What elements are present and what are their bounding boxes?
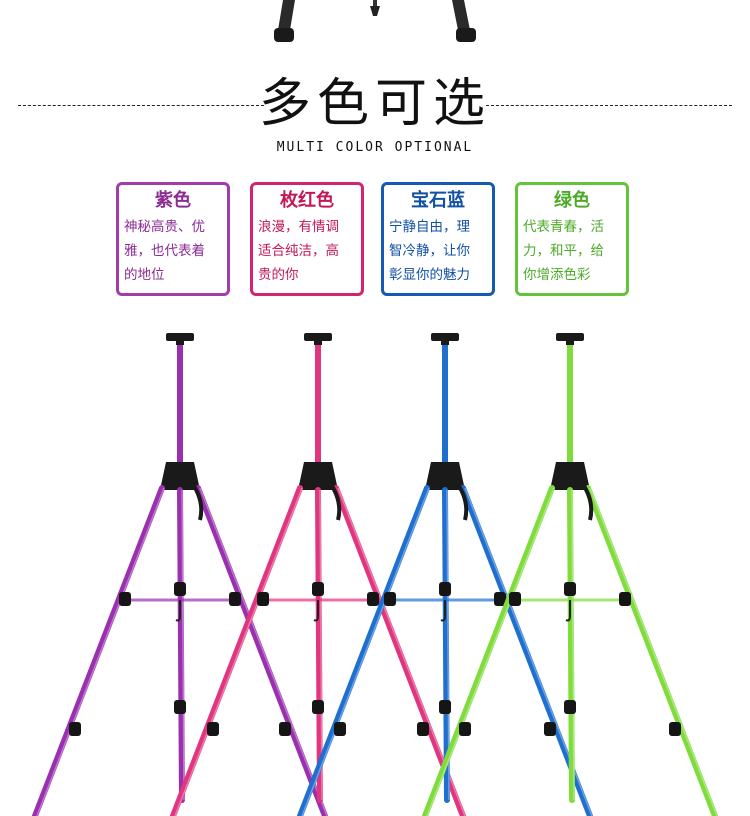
description-line: 宁静自由，理 bbox=[389, 219, 470, 235]
description-line: 你增添色彩 bbox=[523, 267, 591, 283]
description-line: 代表青春，活 bbox=[523, 219, 604, 235]
color-card-green: 绿色 代表青春，活 力，和平，给 你增添色彩 bbox=[515, 182, 629, 296]
color-description: 神秘高贵、优 雅，也代表着 的地位 bbox=[119, 215, 227, 287]
tripod-feet-photo bbox=[274, 0, 476, 42]
color-card-rose: 枚红色 浪漫，有情调 适合纯洁，高 贵的你 bbox=[250, 182, 364, 296]
description-line: 的地位 bbox=[124, 267, 165, 283]
section-subtitle: MULTI COLOR OPTIONAL bbox=[276, 140, 474, 155]
tripod-blue bbox=[297, 333, 593, 816]
color-card-sapphire-blue: 宝石蓝 宁静自由，理 智冷静，让你 彰显你的魅力 bbox=[381, 182, 495, 296]
color-description: 宁静自由，理 智冷静，让你 彰显你的魅力 bbox=[384, 215, 492, 287]
tripod-hook bbox=[370, 0, 380, 16]
color-name: 绿色 bbox=[554, 190, 590, 211]
tripod-foot-right bbox=[452, 0, 476, 42]
section-heading: 多色可选 MULTI COLOR OPTIONAL bbox=[0, 70, 750, 165]
description-line: 力，和平，给 bbox=[523, 243, 604, 259]
tripod-green bbox=[422, 333, 718, 816]
description-line: 彰显你的魅力 bbox=[389, 267, 470, 283]
description-line: 雅，也代表着 bbox=[124, 243, 205, 259]
description-line: 神秘高贵、优 bbox=[124, 219, 205, 235]
description-line: 浪漫，有情调 bbox=[258, 219, 339, 235]
dashed-divider-right bbox=[486, 105, 732, 106]
dashed-divider-left bbox=[18, 105, 264, 106]
tripod-rose bbox=[170, 333, 466, 816]
description-line: 智冷静，让你 bbox=[389, 243, 470, 259]
color-name: 宝石蓝 bbox=[411, 190, 465, 211]
color-description: 代表青春，活 力，和平，给 你增添色彩 bbox=[518, 215, 626, 287]
tripod-foot-left bbox=[274, 0, 295, 42]
section-title: 多色可选 bbox=[258, 74, 491, 134]
description-line: 适合纯洁，高 bbox=[258, 243, 339, 259]
description-line: 贵的你 bbox=[258, 267, 299, 283]
tripod-purple bbox=[32, 333, 328, 816]
tripod-product-photo bbox=[32, 333, 718, 816]
color-description: 浪漫，有情调 适合纯洁，高 贵的你 bbox=[253, 215, 361, 287]
color-name: 紫色 bbox=[155, 190, 191, 211]
color-card-purple: 紫色 神秘高贵、优 雅，也代表着 的地位 bbox=[116, 182, 230, 296]
color-name: 枚红色 bbox=[280, 190, 334, 211]
